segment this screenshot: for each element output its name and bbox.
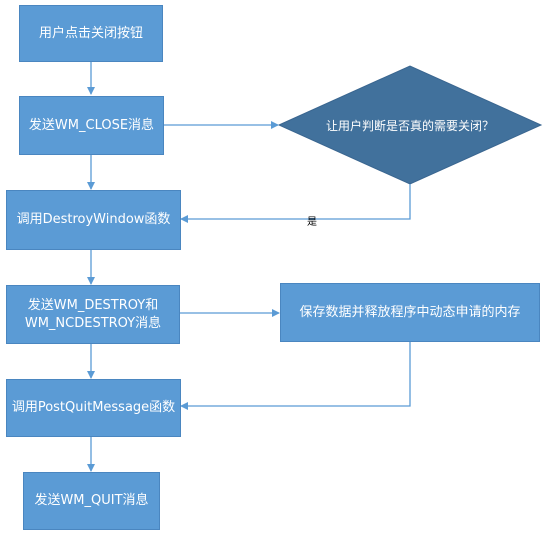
arrow-decision-yes	[180, 184, 411, 223]
send-wm-destroy-label-line1: 发送WM_DESTROY和	[27, 297, 159, 313]
yes-edge-label: 是	[307, 217, 317, 228]
save-release-memory-label: 保存数据并释放程序中动态申请的内存	[299, 304, 521, 320]
arrow-save-to-postquit	[180, 342, 411, 410]
user-click-close-box: 用户点击关闭按钮	[19, 5, 163, 62]
send-wm-close-label: 发送WM_CLOSE消息	[28, 117, 155, 133]
call-destroywindow-box: 调用DestroyWindow函数	[6, 190, 181, 250]
decision-label: 让用户判断是否真的需要关闭？	[325, 119, 494, 133]
call-postquitmessage-label: 调用PostQuitMessage函数	[11, 400, 176, 415]
user-click-close-label: 用户点击关闭按钮	[38, 25, 143, 41]
call-destroywindow-label: 调用DestroyWindow函数	[16, 212, 171, 227]
send-wm-destroy-box: 发送WM_DESTROY和 WM_NCDESTROY消息	[6, 285, 180, 344]
send-wm-destroy-label-line2: WM_NCDESTROY消息	[24, 315, 162, 331]
save-release-memory-box: 保存数据并释放程序中动态申请的内存	[280, 283, 540, 342]
decision-diamond	[277, 65, 543, 185]
call-postquitmessage-box: 调用PostQuitMessage函数	[6, 379, 181, 437]
send-wm-close-box: 发送WM_CLOSE消息	[19, 96, 164, 155]
send-wm-quit-label: 发送WM_QUIT消息	[34, 493, 149, 508]
send-wm-quit-box: 发送WM_QUIT消息	[23, 472, 160, 530]
